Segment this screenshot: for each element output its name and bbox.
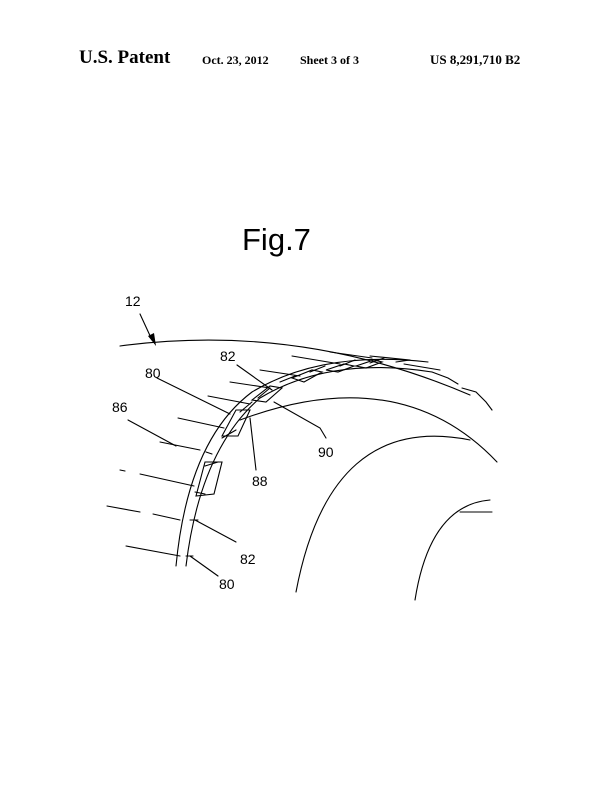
inner-arc-line <box>239 397 498 463</box>
fin-line-2 <box>106 505 181 521</box>
ref-numeral-82-bottom: 82 <box>240 551 256 567</box>
fin-line-9 <box>291 355 341 365</box>
arrowhead-12 <box>148 333 156 346</box>
fin-line-4 <box>159 441 213 455</box>
segment-blocks <box>195 359 384 497</box>
leader-80-bottom <box>189 555 219 577</box>
fin-line-7 <box>229 381 271 389</box>
ref-numeral-86: 86 <box>112 399 128 415</box>
ref-numeral-88: 88 <box>252 473 268 489</box>
fin-line-12 <box>403 363 441 371</box>
leader-88 <box>249 417 257 471</box>
disc-arc-line <box>295 435 471 593</box>
leader-82-top <box>236 364 273 391</box>
header-patent-label: U.S. Patent <box>79 47 171 68</box>
fin-line-10 <box>329 351 373 359</box>
ref-numeral-80-bottom: 80 <box>219 576 235 592</box>
fin-line-8 <box>259 369 301 377</box>
tip-notches <box>431 371 493 411</box>
fin-line-6 <box>207 395 251 405</box>
header-date: Oct. 23, 2012 <box>202 53 269 67</box>
outer-contour-line <box>119 339 471 396</box>
ref-numeral-90: 90 <box>318 444 334 460</box>
fin-line-11 <box>369 355 411 361</box>
bore-arc-line <box>414 499 491 601</box>
leader-86 <box>127 419 177 447</box>
ref-numeral-12: 12 <box>125 293 141 309</box>
ref-numeral-80-top: 80 <box>145 365 161 381</box>
fin-line-3 <box>119 469 195 487</box>
leader-90 <box>273 401 327 439</box>
header-sheet-number: Sheet 3 of 3 <box>300 53 359 67</box>
segment-steps <box>185 357 411 557</box>
header-patent-number: US 8,291,710 B2 <box>430 52 521 67</box>
ref-numeral-82-top: 82 <box>220 348 236 364</box>
leader-82-bottom <box>194 519 237 543</box>
segment-ring-inner <box>175 358 429 567</box>
fin-line-5 <box>177 417 225 429</box>
fin-line-1 <box>125 545 181 557</box>
segment-ring-outer <box>185 367 433 567</box>
figure-title: Fig.7 <box>242 222 311 257</box>
leader-80-top <box>156 377 231 415</box>
